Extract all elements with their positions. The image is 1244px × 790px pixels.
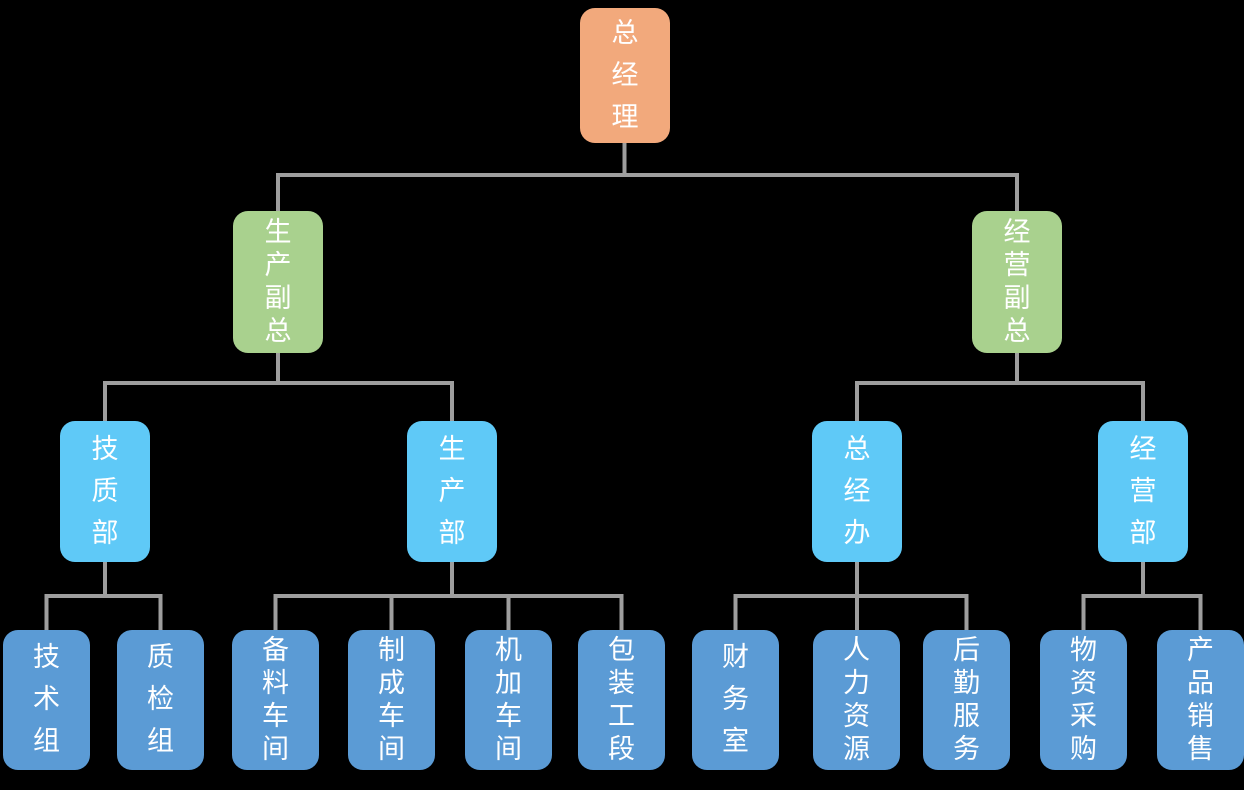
node-technical-group[interactable]: 技术组 [3,630,90,770]
node-quality-inspection-group-label: 质检组 [146,642,174,757]
connector-gm-office-branch [733,562,969,630]
connector-operations-dept-branch [1081,562,1203,630]
node-general-manager[interactable]: 总经理 [580,8,670,143]
node-production-dept-label: 生产部 [438,433,466,549]
node-production-vp[interactable]: 生产副总 [233,211,323,353]
node-product-sales-label: 产品销售 [1186,635,1214,765]
node-product-sales[interactable]: 产品销售 [1157,630,1244,770]
node-operations-vp-label: 经营副总 [1003,217,1031,347]
node-operations-dept-label: 经营部 [1129,433,1157,549]
node-logistics-service[interactable]: 后勤服务 [923,630,1010,770]
connector-production-dept-branch [273,562,624,630]
node-finishing-workshop[interactable]: 制成车间 [348,630,435,770]
node-gm-office[interactable]: 总经办 [812,421,902,562]
node-finance-office-label: 财务室 [721,642,749,757]
connector-root-to-vps [276,143,1019,211]
node-technical-group-label: 技术组 [32,642,60,757]
node-general-manager-label: 总经理 [611,17,639,133]
node-quality-inspection-group[interactable]: 质检组 [117,630,204,770]
node-machining-workshop-label: 机加车间 [494,635,522,765]
node-human-resources-label: 人力资源 [842,635,870,765]
connector-operations-vp-branch [855,353,1145,421]
node-material-procurement[interactable]: 物资采购 [1040,630,1127,770]
node-material-prep-workshop[interactable]: 备料车间 [232,630,319,770]
connector-tech-quality-branch [44,562,163,630]
node-gm-office-label: 总经办 [843,433,871,549]
node-packaging-section-label: 包装工段 [607,635,635,765]
node-logistics-service-label: 后勤服务 [952,635,980,765]
node-production-vp-label: 生产副总 [264,217,292,347]
node-finance-office[interactable]: 财务室 [692,630,779,770]
node-packaging-section[interactable]: 包装工段 [578,630,665,770]
node-finishing-workshop-label: 制成车间 [377,635,405,765]
node-tech-quality-dept[interactable]: 技质部 [60,421,150,562]
node-operations-dept[interactable]: 经营部 [1098,421,1188,562]
node-operations-vp[interactable]: 经营副总 [972,211,1062,353]
node-tech-quality-dept-label: 技质部 [91,433,119,549]
node-material-prep-workshop-label: 备料车间 [261,635,289,765]
node-human-resources[interactable]: 人力资源 [813,630,900,770]
connector-production-vp-branch [103,353,454,421]
node-production-dept[interactable]: 生产部 [407,421,497,562]
node-material-procurement-label: 物资采购 [1069,635,1097,765]
node-machining-workshop[interactable]: 机加车间 [465,630,552,770]
